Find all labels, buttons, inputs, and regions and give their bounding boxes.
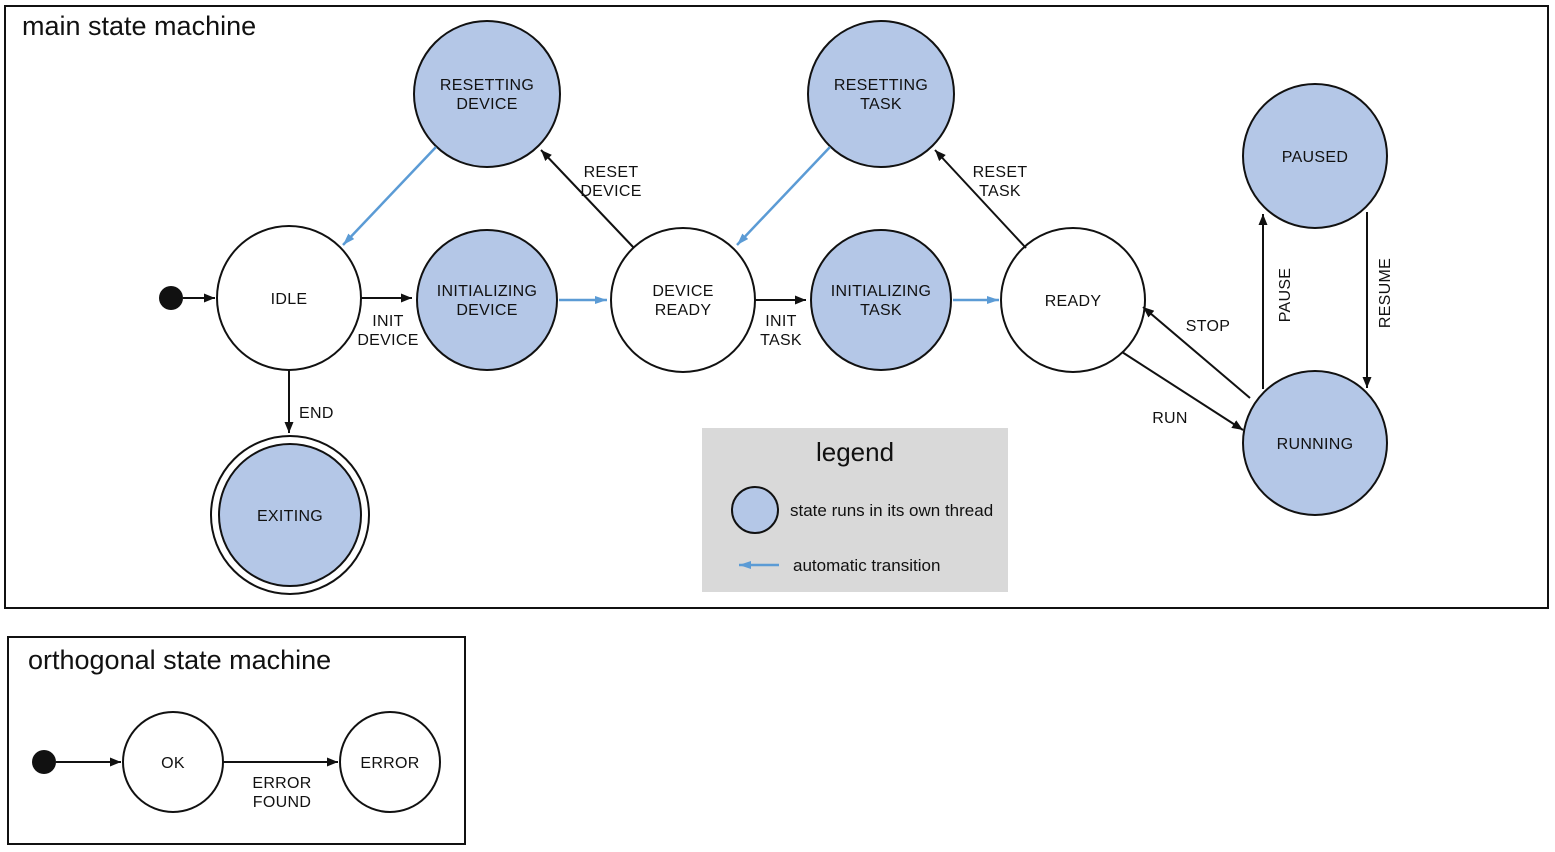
legend-threaded-label: state runs in its own thread: [790, 501, 993, 520]
main-state-label-idle: IDLE: [271, 291, 308, 308]
initial-state-dot: [32, 750, 56, 774]
main-state-circle-resetting-device: [413, 20, 561, 168]
main-state-label-paused: PAUSED: [1282, 149, 1348, 166]
main-state-circle-device-ready: [610, 227, 756, 373]
initial-state-dot: [159, 286, 183, 310]
main-transition-arrow-run: [1121, 351, 1244, 431]
main-initial-state: [159, 286, 215, 310]
main-transition-label-end: END: [299, 405, 334, 422]
main-state-running: RUNNING: [1242, 370, 1388, 516]
ortho-state-ok: OK: [122, 711, 224, 813]
ortho-state-circle-error: [339, 711, 441, 813]
main-state-circle-ready: [1000, 227, 1146, 373]
main-state-circle-paused: [1242, 83, 1388, 229]
main-transition-pause: PAUSE: [1258, 214, 1294, 389]
main-transition-end: END: [284, 371, 334, 433]
main-transition-arrow-reset-device: [540, 149, 635, 249]
main-state-idle: IDLE: [216, 225, 362, 371]
main-transition-stop: STOP: [1142, 306, 1251, 399]
main-transition-arrow-stop: [1142, 306, 1251, 399]
main-transition-auto-resetdev-to-idle: [342, 146, 437, 246]
main-state-circle-running: [1242, 370, 1388, 516]
ortho-state-label-ok: OK: [161, 755, 185, 772]
main-state-label-ready: READY: [1045, 293, 1102, 310]
main-state-exiting: EXITING: [210, 435, 370, 595]
main-transition-run: RUN: [1121, 351, 1244, 431]
orthogonal-state-machine-title: orthogonal state machine: [28, 645, 331, 675]
main-state-circle-exiting: [218, 443, 362, 587]
main-transition-label-run: RUN: [1152, 410, 1188, 427]
ortho-state-label-error: ERROR: [360, 755, 419, 772]
legend-title: legend: [816, 437, 894, 467]
main-transition-arrow-reset-task: [934, 149, 1027, 249]
main-transition-resume: RESUME: [1362, 212, 1394, 388]
main-transition-label-pause: PAUSE: [1277, 268, 1294, 323]
legend-threaded-state-icon: [731, 486, 779, 534]
legend-auto-label: automatic transition: [793, 556, 940, 575]
main-transition-label-stop: STOP: [1186, 318, 1230, 335]
main-state-circle-resetting-task: [807, 20, 955, 168]
main-transition-arrow-auto-resettask-to-devready: [736, 146, 831, 246]
main-state-circle-initializing-device: [416, 229, 558, 371]
main-state-label-running: RUNNING: [1277, 436, 1354, 453]
main-state-machine-title: main state machine: [22, 11, 256, 41]
ortho-state-error: ERROR: [339, 711, 441, 813]
legend: legend state runs in its own thread auto…: [702, 428, 1008, 592]
main-state-paused: PAUSED: [1242, 83, 1388, 229]
main-transition-arrow-auto-resetdev-to-idle: [342, 146, 437, 246]
main-transition-auto-resettask-to-devready: [736, 146, 831, 246]
main-state-circle-initializing-task: [810, 229, 952, 371]
main-state-label-exiting: EXITING: [257, 508, 323, 525]
main-transition-label-resume: RESUME: [1377, 258, 1394, 328]
ortho-initial-state: [32, 750, 121, 774]
main-state-ready: READY: [1000, 227, 1146, 373]
